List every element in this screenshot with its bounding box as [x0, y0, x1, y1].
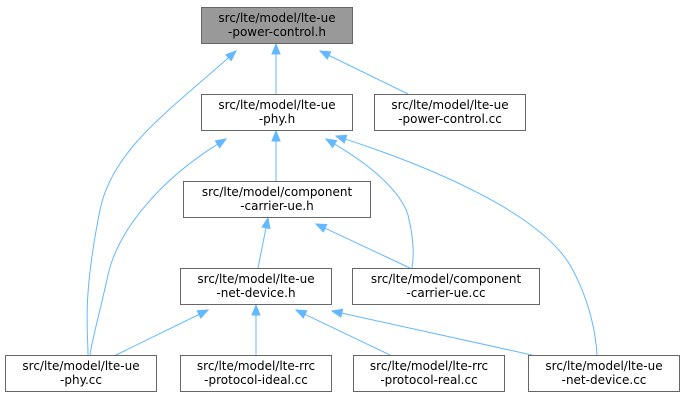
arrowhead-netdev_h-netdev_cc — [330, 308, 344, 318]
edge-phy_h-to-comp_h — [271, 129, 281, 181]
node-label-line2: -protocol-ideal.cc — [204, 373, 308, 387]
edge-netdev_h-to-phy_cc — [115, 309, 210, 356]
arrowhead-comp_h-comp_cc — [314, 223, 328, 233]
node-comp_h[interactable]: src/lte/model/component-carrier-ue.h — [183, 181, 371, 218]
edge-phy_h-to-netdev_cc — [334, 134, 598, 356]
arrowhead-comp_h-netdev_h — [261, 216, 271, 230]
edge-power_h-to-power_cc — [318, 50, 409, 95]
node-label-line2: -carrier-ue.h — [240, 199, 314, 213]
edge-line — [86, 56, 230, 356]
node-rrc_real[interactable]: src/lte/model/lte-rrc-protocol-real.cc — [353, 355, 505, 392]
node-box[interactable] — [180, 355, 332, 392]
node-label-line1: src/lte/model/lte-ue — [218, 98, 335, 112]
node-label-line2: -phy.cc — [60, 373, 102, 387]
node-comp_cc[interactable]: src/lte/model/component-carrier-ue.cc — [352, 268, 540, 305]
node-label-line1: src/lte/model/lte-rrc — [197, 359, 315, 373]
node-phy_cc[interactable]: src/lte/model/lte-ue-phy.cc — [5, 355, 157, 392]
node-power_h[interactable]: src/lte/model/lte-ue-power-control.h — [201, 7, 353, 44]
edge-netdev_h-to-rrc_ideal — [251, 303, 261, 355]
node-box[interactable] — [5, 355, 157, 392]
node-label-line1: src/lte/model/lte-ue — [218, 11, 335, 25]
arrowhead-netdev_h-rrc_ideal — [251, 303, 261, 316]
edge-netdev_h-to-rrc_real — [294, 309, 391, 356]
edge-line — [327, 54, 409, 95]
nodes-layer: src/lte/model/lte-ue-power-control.hsrc/… — [5, 7, 680, 392]
arrowhead-netdev_h-rrc_real — [294, 309, 308, 319]
arrowhead-power_h-phy_cc — [225, 50, 238, 62]
node-label-line1: src/lte/model/lte-ue — [197, 272, 314, 286]
node-box[interactable] — [183, 181, 371, 218]
edge-netdev_h-to-netdev_cc — [330, 308, 533, 356]
node-label-line2: -net-device.h — [216, 286, 295, 300]
edge-line — [303, 313, 391, 356]
edge-line — [340, 312, 533, 356]
node-label-line1: src/lte/model/lte-ue — [391, 98, 508, 112]
edge-line — [89, 143, 219, 356]
node-label-line1: src/lte/model/component — [371, 272, 522, 286]
arrowhead-power_h-power_cc — [318, 50, 332, 60]
node-label-line2: -carrier-ue.cc — [406, 286, 485, 300]
node-box[interactable] — [528, 355, 680, 392]
node-box[interactable] — [180, 268, 332, 305]
arrowhead-power_h-phy_h — [271, 42, 281, 55]
node-phy_h[interactable]: src/lte/model/lte-ue-phy.h — [201, 94, 353, 131]
arrowhead-netdev_h-phy_cc — [196, 309, 210, 319]
node-rrc_ideal[interactable]: src/lte/model/lte-rrc-protocol-ideal.cc — [180, 355, 332, 392]
node-label-line2: -power-control.h — [228, 25, 326, 39]
node-label-line1: src/lte/model/lte-rrc — [370, 359, 488, 373]
edge-line — [344, 138, 598, 356]
edge-line — [257, 226, 267, 269]
node-label-line2: -net-device.cc — [562, 373, 647, 387]
node-box[interactable] — [352, 268, 540, 305]
node-power_cc[interactable]: src/lte/model/lte-ue-power-control.cc — [374, 94, 526, 131]
node-box[interactable] — [374, 94, 526, 131]
edge-line — [323, 227, 411, 269]
edges-layer — [86, 42, 598, 356]
edge-comp_h-to-netdev_h — [257, 216, 271, 269]
arrowhead-phy_h-comp_cc — [324, 138, 338, 149]
node-label-line1: src/lte/model/lte-ue — [545, 359, 662, 373]
edge-power_h-to-phy_h — [271, 42, 281, 94]
node-box[interactable] — [201, 94, 353, 131]
node-label-line1: src/lte/model/component — [202, 185, 353, 199]
node-box[interactable] — [353, 355, 505, 392]
node-label-line2: -power-control.cc — [398, 112, 502, 126]
node-label-line2: -protocol-real.cc — [380, 373, 477, 387]
node-netdev_cc[interactable]: src/lte/model/lte-ue-net-device.cc — [528, 355, 680, 392]
edge-phy_h-to-comp_cc — [324, 138, 414, 269]
edge-phy_h-to-phy_cc — [89, 138, 228, 356]
node-box[interactable] — [201, 7, 353, 44]
edge-power_h-to-phy_cc — [86, 50, 238, 356]
arrowhead-phy_h-phy_cc — [214, 138, 228, 149]
node-label-line2: -phy.h — [259, 112, 295, 126]
node-netdev_h[interactable]: src/lte/model/lte-ue-net-device.h — [180, 268, 332, 305]
arrowhead-phy_h-netdev_cc — [334, 134, 348, 144]
arrowhead-phy_h-comp_h — [271, 129, 281, 142]
node-label-line1: src/lte/model/lte-ue — [22, 359, 139, 373]
edge-line — [333, 143, 414, 269]
edge-comp_h-to-comp_cc — [314, 223, 411, 269]
edge-line — [115, 313, 201, 356]
